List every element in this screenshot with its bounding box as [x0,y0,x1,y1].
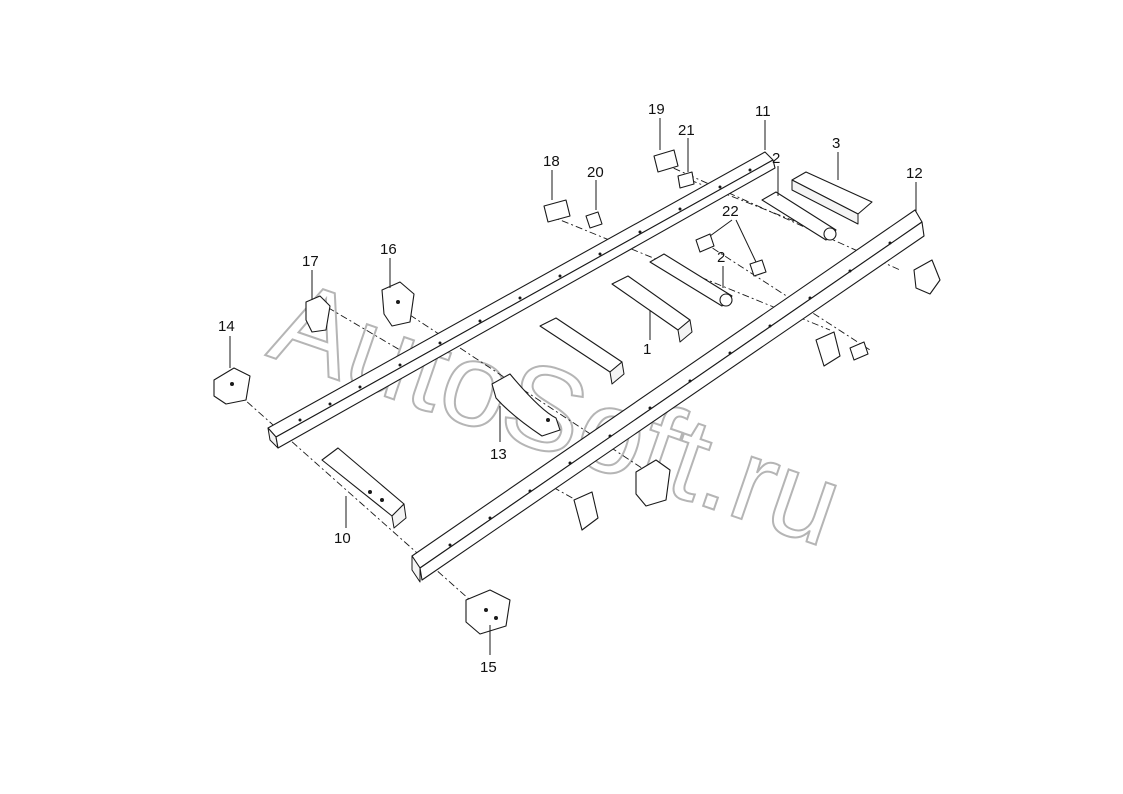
callout-1: 1 [643,341,651,358]
bracket-right-small [849,341,869,361]
bracket-14 [213,367,251,405]
curved-crossmember [491,373,561,437]
rail-holes [298,168,752,422]
callout-20: 20 [587,164,604,181]
crossmember-mid-2 [611,275,693,343]
callout-11: 11 [755,103,771,120]
bracket-rear-right [913,259,941,295]
crossmember-mid-1 [539,317,625,385]
bracket-17 [305,295,331,333]
bracket-mid-right [635,459,671,507]
callout-17: 17 [302,253,319,270]
bracket-22b [749,259,767,277]
leader-lines [229,118,917,655]
callout-21: 21 [678,122,695,139]
callout-19: 19 [648,101,665,118]
callout-12: 12 [906,165,923,182]
bracket-19 [653,149,679,173]
callout-3: 3 [832,135,840,152]
callout-labels: 1 2 2 3 10 11 12 13 14 15 16 17 18 19 20… [218,101,923,676]
bracket-16 [381,281,415,327]
watermark: AutoSoft.ru [257,255,858,572]
callout-14: 14 [218,318,235,335]
callout-2-front: 2 [717,249,725,266]
bracket-right-mid [815,331,841,367]
bracket-15 [465,589,511,635]
bracket-20 [585,211,603,229]
side-rail-left [267,151,776,449]
bracket-18 [543,199,571,223]
bracket-22a [695,233,715,253]
callout-22: 22 [722,203,739,220]
callout-13: 13 [490,446,507,463]
tube-crossmember-front [649,253,733,307]
callout-10: 10 [334,530,351,547]
side-rail-right [411,209,925,583]
front-crossmember [321,447,407,529]
rear-crossmember [791,171,873,225]
bracket-mid-low [573,491,599,531]
callout-16: 16 [380,241,397,258]
tube-crossmember-rear [761,191,837,241]
callout-15: 15 [480,659,497,676]
bracket-21 [677,171,695,189]
rail-holes [448,241,892,547]
callout-2-rear: 2 [772,150,780,167]
callout-18: 18 [543,153,560,170]
